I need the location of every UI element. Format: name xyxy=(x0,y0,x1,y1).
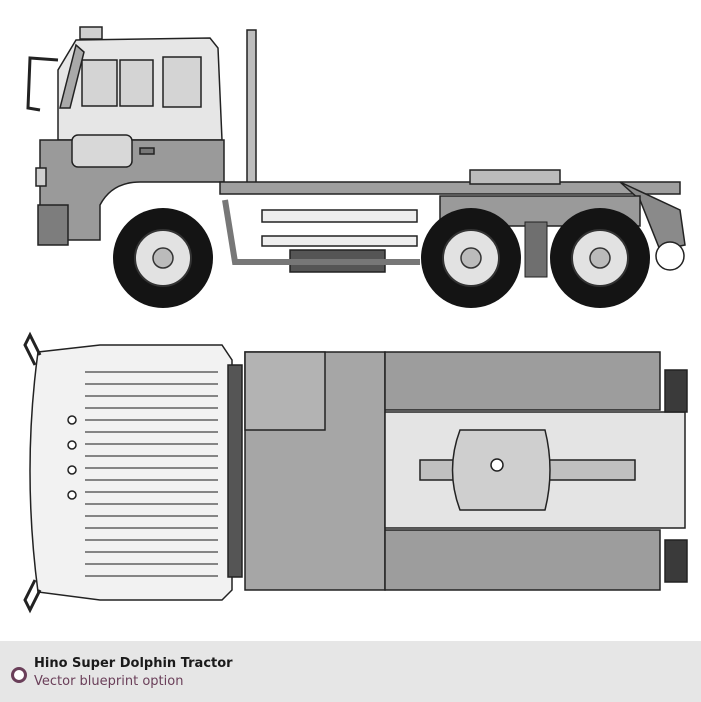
roof-vent xyxy=(67,465,77,475)
caption-title: Hino Super Dolphin Tractor xyxy=(34,656,233,671)
tow-hook xyxy=(655,241,685,271)
roof-light xyxy=(79,26,103,40)
roof-vent xyxy=(67,440,77,450)
frame-rail xyxy=(219,181,681,195)
roof-vent xyxy=(67,415,77,425)
caption-bar xyxy=(0,641,701,702)
last-rear-wheel xyxy=(550,208,650,308)
headlight xyxy=(35,167,47,187)
cab-window-rear xyxy=(162,56,202,108)
cab-rear-wall xyxy=(227,364,243,578)
mirror-arm xyxy=(26,56,59,112)
mirror-left xyxy=(23,331,42,366)
windshield xyxy=(59,43,85,109)
side-tank-lower xyxy=(261,235,418,247)
side-wheels xyxy=(113,208,650,308)
exhaust-stack xyxy=(246,29,257,191)
front-wheel xyxy=(113,208,213,308)
cab-roof xyxy=(29,344,233,601)
caption-subtitle: Vector blueprint option xyxy=(34,674,184,689)
side-tank-upper xyxy=(261,209,418,223)
rear-deck-lower xyxy=(384,529,661,591)
bullet-icon xyxy=(11,667,27,683)
kingpin xyxy=(490,458,504,472)
exhaust-pipe xyxy=(222,199,420,265)
blueprint-drawing xyxy=(23,26,688,614)
engine-cover xyxy=(244,351,326,431)
top-view xyxy=(23,331,688,614)
door-handle xyxy=(139,147,155,155)
roof-ribs xyxy=(85,371,218,577)
cab-window-front xyxy=(81,59,118,107)
cab-window-middle xyxy=(119,59,154,107)
axle-housing xyxy=(524,221,548,278)
roof-vent xyxy=(67,490,77,500)
middle-rear-wheel xyxy=(421,208,521,308)
mirror-right xyxy=(23,579,42,614)
rear-tire-left-a xyxy=(664,369,688,413)
rear-deck-upper xyxy=(384,351,661,411)
front-bumper xyxy=(37,204,69,246)
side-view xyxy=(26,26,686,273)
rear-tire-right-a xyxy=(664,539,688,583)
fifth-wheel xyxy=(469,169,561,185)
door-panel xyxy=(71,134,133,168)
